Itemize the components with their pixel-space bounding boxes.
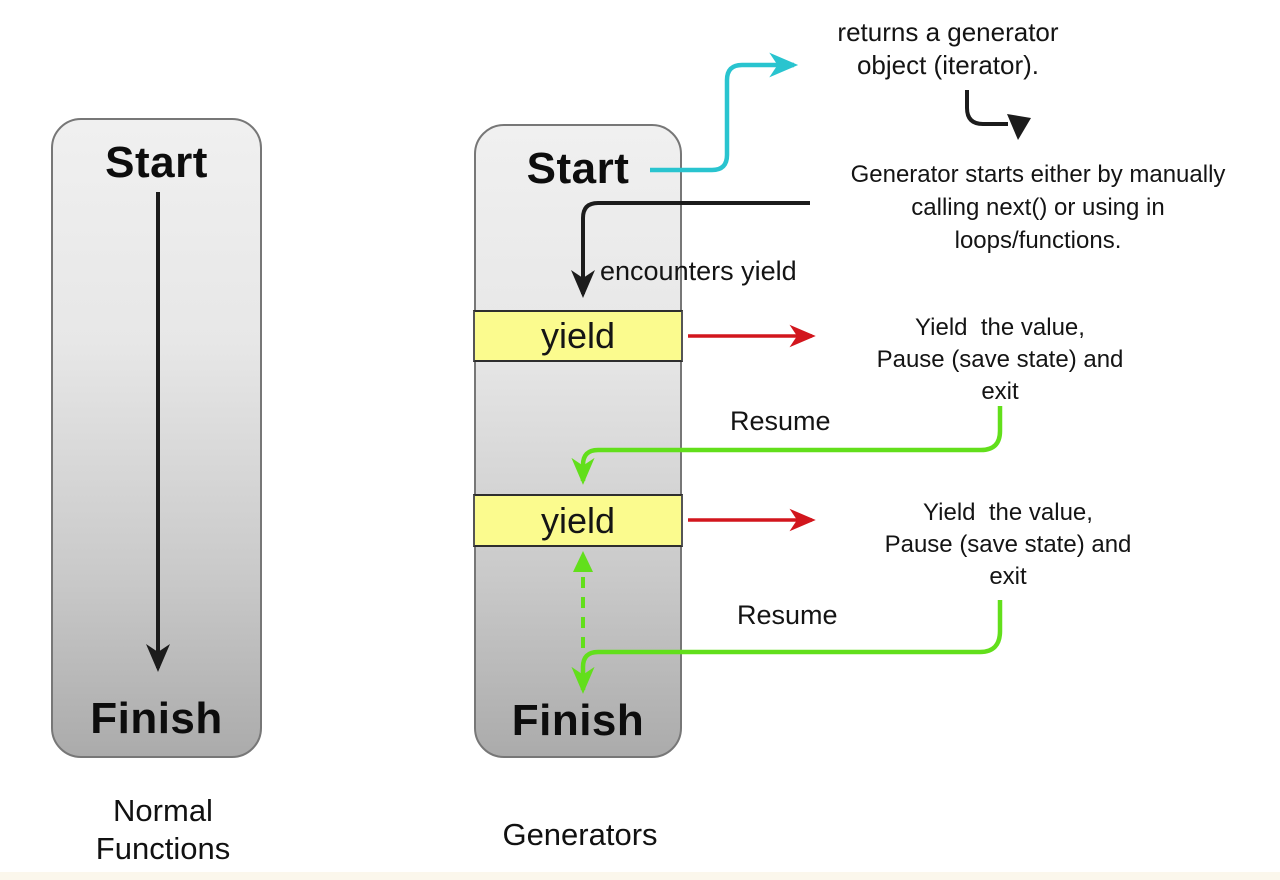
yield-note-2: Yield the value, Pause (save state) and … [884, 499, 1132, 590]
returns-generator-note: returns a generator object (iterator). [837, 17, 1059, 80]
yield-band-2: yield [473, 494, 683, 547]
yield-band-2-label: yield [540, 499, 616, 541]
generator-starts-note: Generator starts either by manually call… [850, 161, 1226, 254]
resume-1-arrow [571, 406, 1003, 485]
resume-label-1: Resume [730, 406, 831, 436]
resume-2-arrow [571, 600, 1003, 694]
yield-note-1: Yield the value, Pause (save state) and … [876, 314, 1124, 405]
dashed-resume-arrowhead [573, 551, 593, 572]
normal-functions-caption: Normal Functions [95, 793, 231, 866]
generator-start-label: Start [526, 144, 630, 193]
footer-strip [0, 872, 1280, 880]
generators-caption: Generators [502, 817, 658, 852]
encounters-yield-label: encounters yield [600, 256, 797, 286]
yield-band-1: yield [473, 310, 683, 362]
iterator-to-start-note-arrow [965, 90, 1008, 126]
iterator-to-start-note-arrowhead [1007, 114, 1031, 140]
yield-band-1-label: yield [540, 315, 616, 356]
returns-generator-arrow [650, 52, 799, 173]
encounters-yield-arrow [571, 201, 810, 298]
resume-label-2: Resume [737, 600, 838, 630]
normal-start-label: Start [105, 138, 208, 187]
generator-finish-label: Finish [511, 696, 645, 745]
normal-finish-label: Finish [90, 694, 223, 743]
